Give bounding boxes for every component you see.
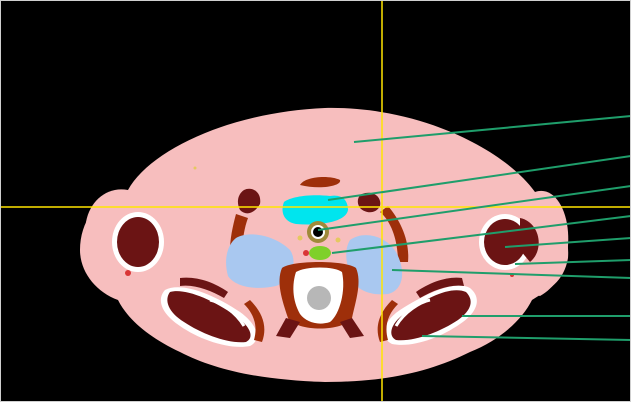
artifact-dot — [194, 167, 197, 170]
esophagus — [309, 246, 331, 260]
trachea — [307, 221, 329, 243]
vertebra — [276, 262, 364, 338]
